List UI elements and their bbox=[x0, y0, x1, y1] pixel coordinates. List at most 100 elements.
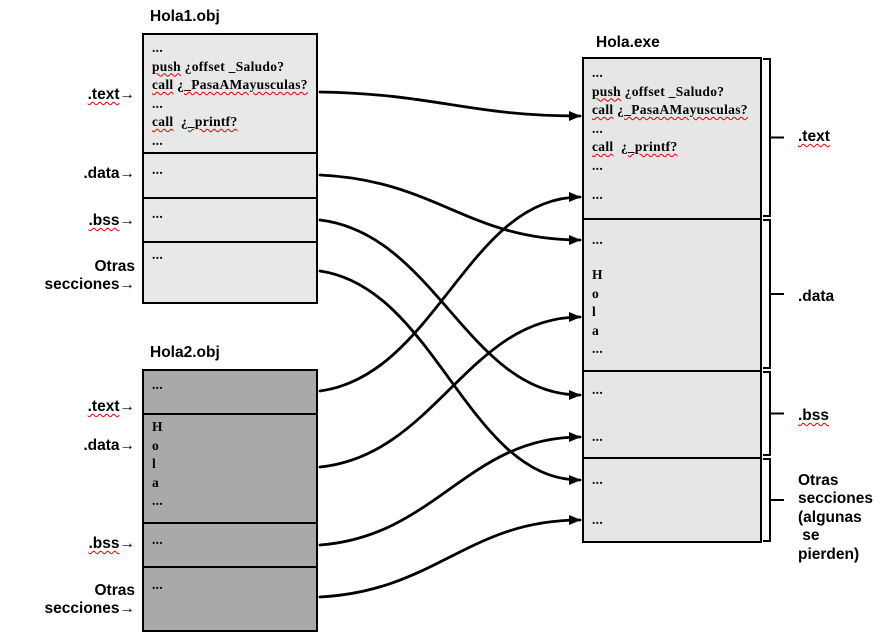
obj1-text-content: ...push ¿offset _Saludo?call ¿_PasaAMayu… bbox=[152, 39, 308, 150]
code-line: l bbox=[152, 456, 157, 471]
code-line: ... bbox=[592, 429, 604, 444]
obj1-label-bss: .bss→ bbox=[88, 212, 135, 231]
obj2-label-bss: .bss→ bbox=[88, 535, 135, 554]
code-line: o bbox=[592, 285, 600, 301]
code-line: l bbox=[592, 304, 597, 319]
code-line: call ¿_printf? bbox=[152, 114, 238, 129]
right-arrow-glyph: → bbox=[119, 164, 136, 182]
label-line: pierden) bbox=[798, 545, 860, 563]
obj2-section-text bbox=[144, 371, 316, 413]
label-line: (algunas bbox=[798, 508, 862, 526]
code-line: a bbox=[152, 474, 160, 490]
label-line: secciones→ bbox=[44, 276, 136, 293]
exe-section-otras bbox=[584, 457, 760, 541]
code-line: ... bbox=[152, 377, 164, 392]
exe-text-p1-content: ... push ¿offset _Saludo?call ¿_PasaAMayu… bbox=[592, 64, 748, 175]
obj1-section-otras bbox=[144, 241, 316, 302]
obj1-label-text: .text→ bbox=[88, 86, 135, 105]
right-arrow-glyph: → bbox=[119, 534, 136, 552]
arrow-obj2-text-to-exe-text-p2 bbox=[318, 192, 582, 393]
obj2-text-content: ... bbox=[152, 376, 163, 395]
label-line: .data→ bbox=[83, 164, 136, 182]
obj1-box bbox=[142, 33, 318, 304]
exe-bracket-bss bbox=[763, 371, 784, 456]
label-line: Otras bbox=[798, 471, 839, 489]
code-line: ... bbox=[592, 232, 604, 247]
code-line: ... bbox=[152, 132, 164, 148]
obj1-section-bss bbox=[144, 197, 316, 241]
arrow-obj1-data-to-exe-data-p1 bbox=[318, 173, 582, 245]
obj1-bss-content: ... bbox=[152, 205, 163, 224]
code-line: o bbox=[152, 437, 160, 453]
label-line: .text→ bbox=[87, 397, 136, 415]
exe-otras-p2-content: ... bbox=[592, 511, 603, 530]
label-line: .text→ bbox=[87, 85, 136, 103]
right-arrow-glyph: → bbox=[119, 397, 136, 415]
exe-label-text: .text bbox=[798, 128, 830, 147]
code-line: ... bbox=[152, 206, 164, 221]
code-line: ... bbox=[592, 512, 604, 527]
label-line: secciones bbox=[798, 490, 873, 508]
code-line: ... bbox=[152, 577, 164, 592]
code-line: ... bbox=[152, 40, 164, 55]
arrow-obj1-bss-to-exe-bss-p1 bbox=[318, 218, 582, 400]
obj1-title: Hola1.obj bbox=[150, 8, 220, 25]
exe-data-p1-content: ... bbox=[592, 231, 603, 250]
arrow-obj1-otras-to-exe-otras-p1 bbox=[318, 269, 582, 485]
right-arrow-glyph: → bbox=[119, 211, 136, 229]
obj1-data-content: ... bbox=[152, 161, 163, 180]
obj1-section-data bbox=[144, 152, 316, 197]
code-line: ... bbox=[592, 65, 604, 80]
label-line: Otras bbox=[94, 581, 136, 599]
exe-bracket-otras bbox=[763, 458, 784, 542]
exe-text-p2-content: ... bbox=[592, 186, 603, 205]
code-line: ... bbox=[152, 95, 164, 111]
exe-bss-p1-content: ... bbox=[592, 381, 603, 400]
code-line: H bbox=[592, 267, 603, 282]
label-line: secciones→ bbox=[44, 600, 135, 617]
label-line: se bbox=[798, 527, 820, 545]
code-line: ... bbox=[152, 532, 164, 547]
code-line: push ¿offset _Saludo? bbox=[592, 83, 725, 99]
right-arrow-glyph: → bbox=[119, 85, 136, 103]
code-line: ... bbox=[152, 247, 164, 262]
obj2-otras-content: ... bbox=[152, 576, 163, 595]
code-line: ... bbox=[592, 382, 604, 397]
label-line: .data bbox=[798, 287, 835, 305]
exe-label-bss: .bss bbox=[798, 407, 829, 426]
obj2-bss-content: ... bbox=[152, 531, 163, 550]
label-line: .bss bbox=[798, 406, 830, 424]
exe-bracket-data bbox=[763, 219, 784, 369]
code-line: H bbox=[152, 419, 163, 434]
arrow-obj2-data-to-exe-data-p2 bbox=[318, 312, 582, 469]
obj2-label-data: .data→ bbox=[83, 437, 135, 456]
code-line: ... bbox=[592, 120, 604, 136]
exe-section-data bbox=[584, 218, 760, 370]
code-line: ... bbox=[152, 162, 164, 177]
arrow-obj1-text-to-exe-text-p1 bbox=[318, 90, 582, 121]
obj2-title: Hola2.obj bbox=[150, 344, 220, 361]
label-line: Otras bbox=[94, 257, 136, 275]
obj1-otras-content: ... bbox=[152, 246, 163, 265]
label-line: .data→ bbox=[83, 436, 136, 454]
arrow-obj2-otras-to-exe-otras-p2 bbox=[318, 515, 582, 599]
code-line: ... bbox=[592, 157, 604, 173]
right-arrow-glyph: → bbox=[119, 436, 136, 454]
exe-otras-p1-content: ... bbox=[592, 471, 603, 490]
exe-bracket-text bbox=[763, 58, 784, 217]
code-line: ... bbox=[592, 472, 604, 487]
right-arrow-glyph: → bbox=[119, 276, 136, 293]
code-line: call ¿_PasaAMayusculas? bbox=[152, 77, 308, 92]
exe-title: Hola.exe bbox=[596, 34, 660, 51]
obj2-section-bss bbox=[144, 522, 316, 566]
obj2-section-otras bbox=[144, 566, 316, 630]
code-line: call ¿_printf? bbox=[592, 139, 678, 154]
code-line: call ¿_PasaAMayusculas? bbox=[592, 102, 748, 117]
exe-section-bss bbox=[584, 370, 760, 457]
exe-bss-p2-content: ... bbox=[592, 428, 603, 447]
arrow-obj2-bss-to-exe-bss-p2 bbox=[318, 432, 582, 547]
